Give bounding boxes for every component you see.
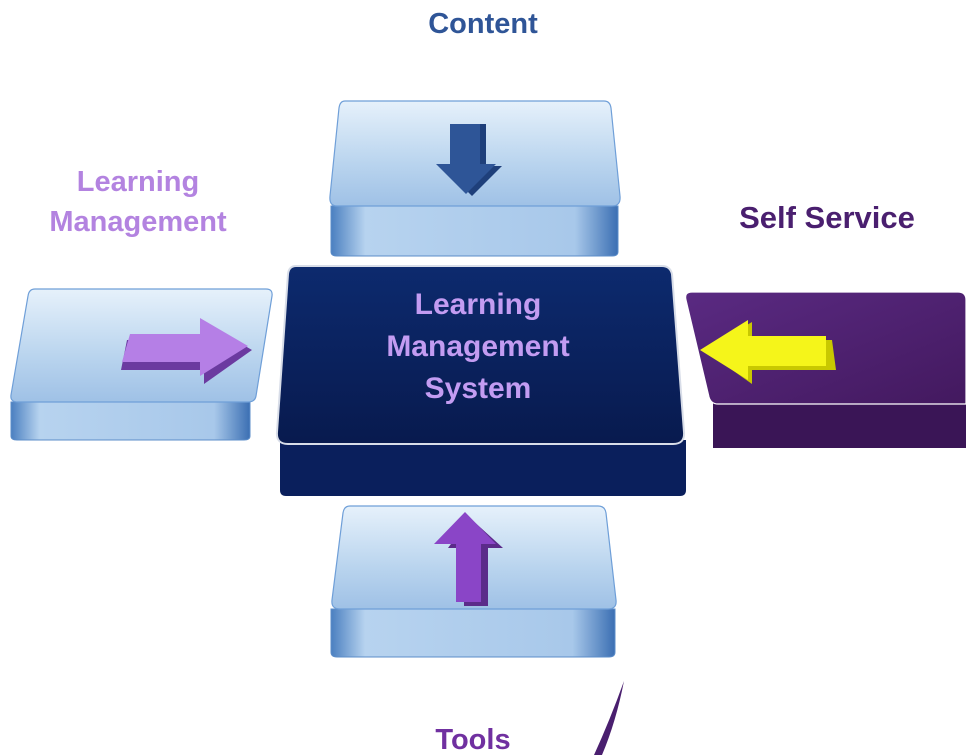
center-title-line3: System	[424, 372, 532, 405]
top-block	[329, 100, 621, 257]
learning-management-label: Learning Management	[8, 162, 268, 242]
center-title: Learning Management System	[318, 284, 638, 410]
center-title-line2: Management	[386, 330, 570, 363]
arrow-right-icon	[121, 318, 252, 384]
arrow-down-icon	[436, 124, 502, 196]
decorative-curve	[594, 681, 624, 755]
center-block	[275, 265, 686, 496]
learning-management-label-line2: Management	[49, 206, 227, 238]
arrow-left-icon	[700, 320, 836, 384]
arrow-up-icon	[434, 512, 503, 606]
tools-label: Tools	[435, 724, 511, 755]
learning-management-label-line1: Learning	[76, 166, 200, 198]
center-title-line1: Learning	[414, 288, 542, 321]
content-label: Content	[428, 8, 538, 40]
self-service-label: Self Service	[739, 200, 915, 235]
